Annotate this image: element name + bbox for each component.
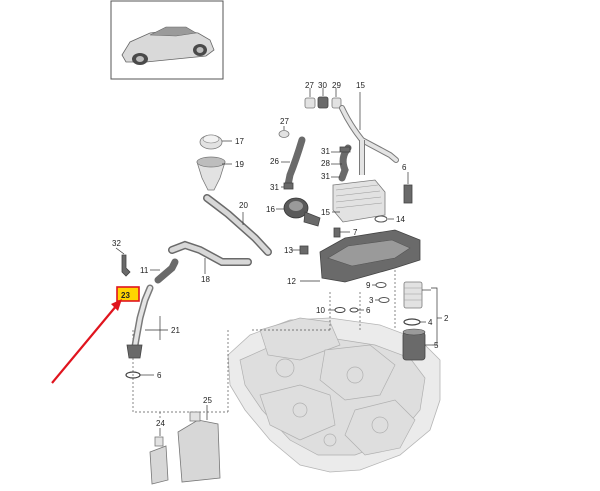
hose-26[interactable] (281, 136, 306, 189)
dipstick-tube-21[interactable] (126, 284, 168, 359)
oil-filler-cap-17[interactable] (199, 134, 232, 150)
filter-cover-5[interactable] (402, 328, 432, 361)
seal-6-mid[interactable] (349, 307, 364, 313)
hose-11[interactable] (150, 258, 179, 284)
seal-3[interactable] (375, 297, 390, 303)
callout-29: 29 (332, 81, 341, 90)
callout-16: 16 (266, 205, 275, 214)
sensor-32[interactable] (115, 247, 131, 277)
callout-24: 24 (156, 419, 165, 428)
callout-5: 5 (434, 341, 439, 350)
oil-cooler-15[interactable] (332, 179, 386, 223)
oil-filler-neck-19[interactable] (196, 156, 232, 191)
callout-6c: 6 (402, 163, 407, 172)
callout-21: 21 (171, 326, 180, 335)
part-30[interactable] (317, 88, 329, 109)
bracket-2 (431, 287, 442, 346)
vent-hose-20[interactable] (203, 194, 272, 256)
hose-28[interactable] (331, 144, 352, 182)
part-27-top[interactable] (304, 88, 316, 109)
callout-18: 18 (201, 275, 210, 284)
vehicle-thumbnail[interactable] (110, 0, 224, 80)
seal-10[interactable] (328, 307, 346, 313)
red-pointer-arrow (51, 299, 122, 384)
callout-12: 12 (287, 277, 296, 286)
callout-3: 3 (369, 296, 374, 305)
callout-6a: 6 (366, 306, 371, 315)
callout-30: 30 (318, 81, 327, 90)
bolt-13[interactable] (292, 245, 309, 255)
seal-4[interactable] (403, 318, 426, 326)
seal-14[interactable] (374, 215, 394, 223)
callout-26: 26 (270, 157, 279, 166)
callout-6b: 6 (157, 371, 162, 380)
oil-bottle-24[interactable] (149, 428, 169, 485)
part-27-clip[interactable] (278, 126, 290, 138)
callout-23: 23 (121, 291, 130, 300)
callout-labels: 27 30 29 15 27 17 19 31 26 28 31 31 15 1… (112, 81, 449, 428)
callout-13: 13 (284, 246, 293, 255)
callout-20: 20 (239, 201, 248, 210)
oil-filter-element-2[interactable] (403, 281, 431, 309)
callout-31b: 31 (321, 172, 330, 181)
callout-27a: 27 (305, 81, 314, 90)
callout-15a: 15 (356, 81, 365, 90)
callout-25: 25 (203, 396, 212, 405)
callout-2: 2 (444, 314, 449, 323)
callout-27b: 27 (280, 117, 289, 126)
callout-7: 7 (353, 228, 358, 237)
callout-15b: 15 (321, 208, 330, 217)
clamp-31-a[interactable] (281, 182, 294, 190)
callout-4: 4 (428, 318, 433, 327)
engine-block (227, 317, 441, 473)
oil-separator-16[interactable] (276, 197, 321, 227)
callout-32: 32 (112, 239, 121, 248)
coolant-pipe-15[interactable] (339, 92, 399, 175)
callout-19: 19 (235, 160, 244, 169)
breather-hose-18[interactable] (168, 240, 252, 274)
part-29[interactable] (331, 88, 342, 109)
seal-6-bottom[interactable] (125, 371, 154, 379)
callout-31a: 31 (321, 147, 330, 156)
callout-17: 17 (235, 137, 244, 146)
callout-14: 14 (396, 215, 405, 224)
oil-bottle-25[interactable] (177, 405, 221, 483)
bolt-7[interactable] (333, 227, 350, 238)
highlighted-part-23[interactable] (116, 286, 140, 302)
callout-31c: 31 (270, 183, 279, 192)
callout-10: 10 (316, 306, 325, 315)
oil-filter-housing-12[interactable] (300, 172, 421, 283)
callout-11: 11 (140, 266, 149, 275)
seal-9[interactable] (372, 282, 387, 288)
callout-28: 28 (321, 159, 330, 168)
callout-9: 9 (366, 281, 371, 290)
